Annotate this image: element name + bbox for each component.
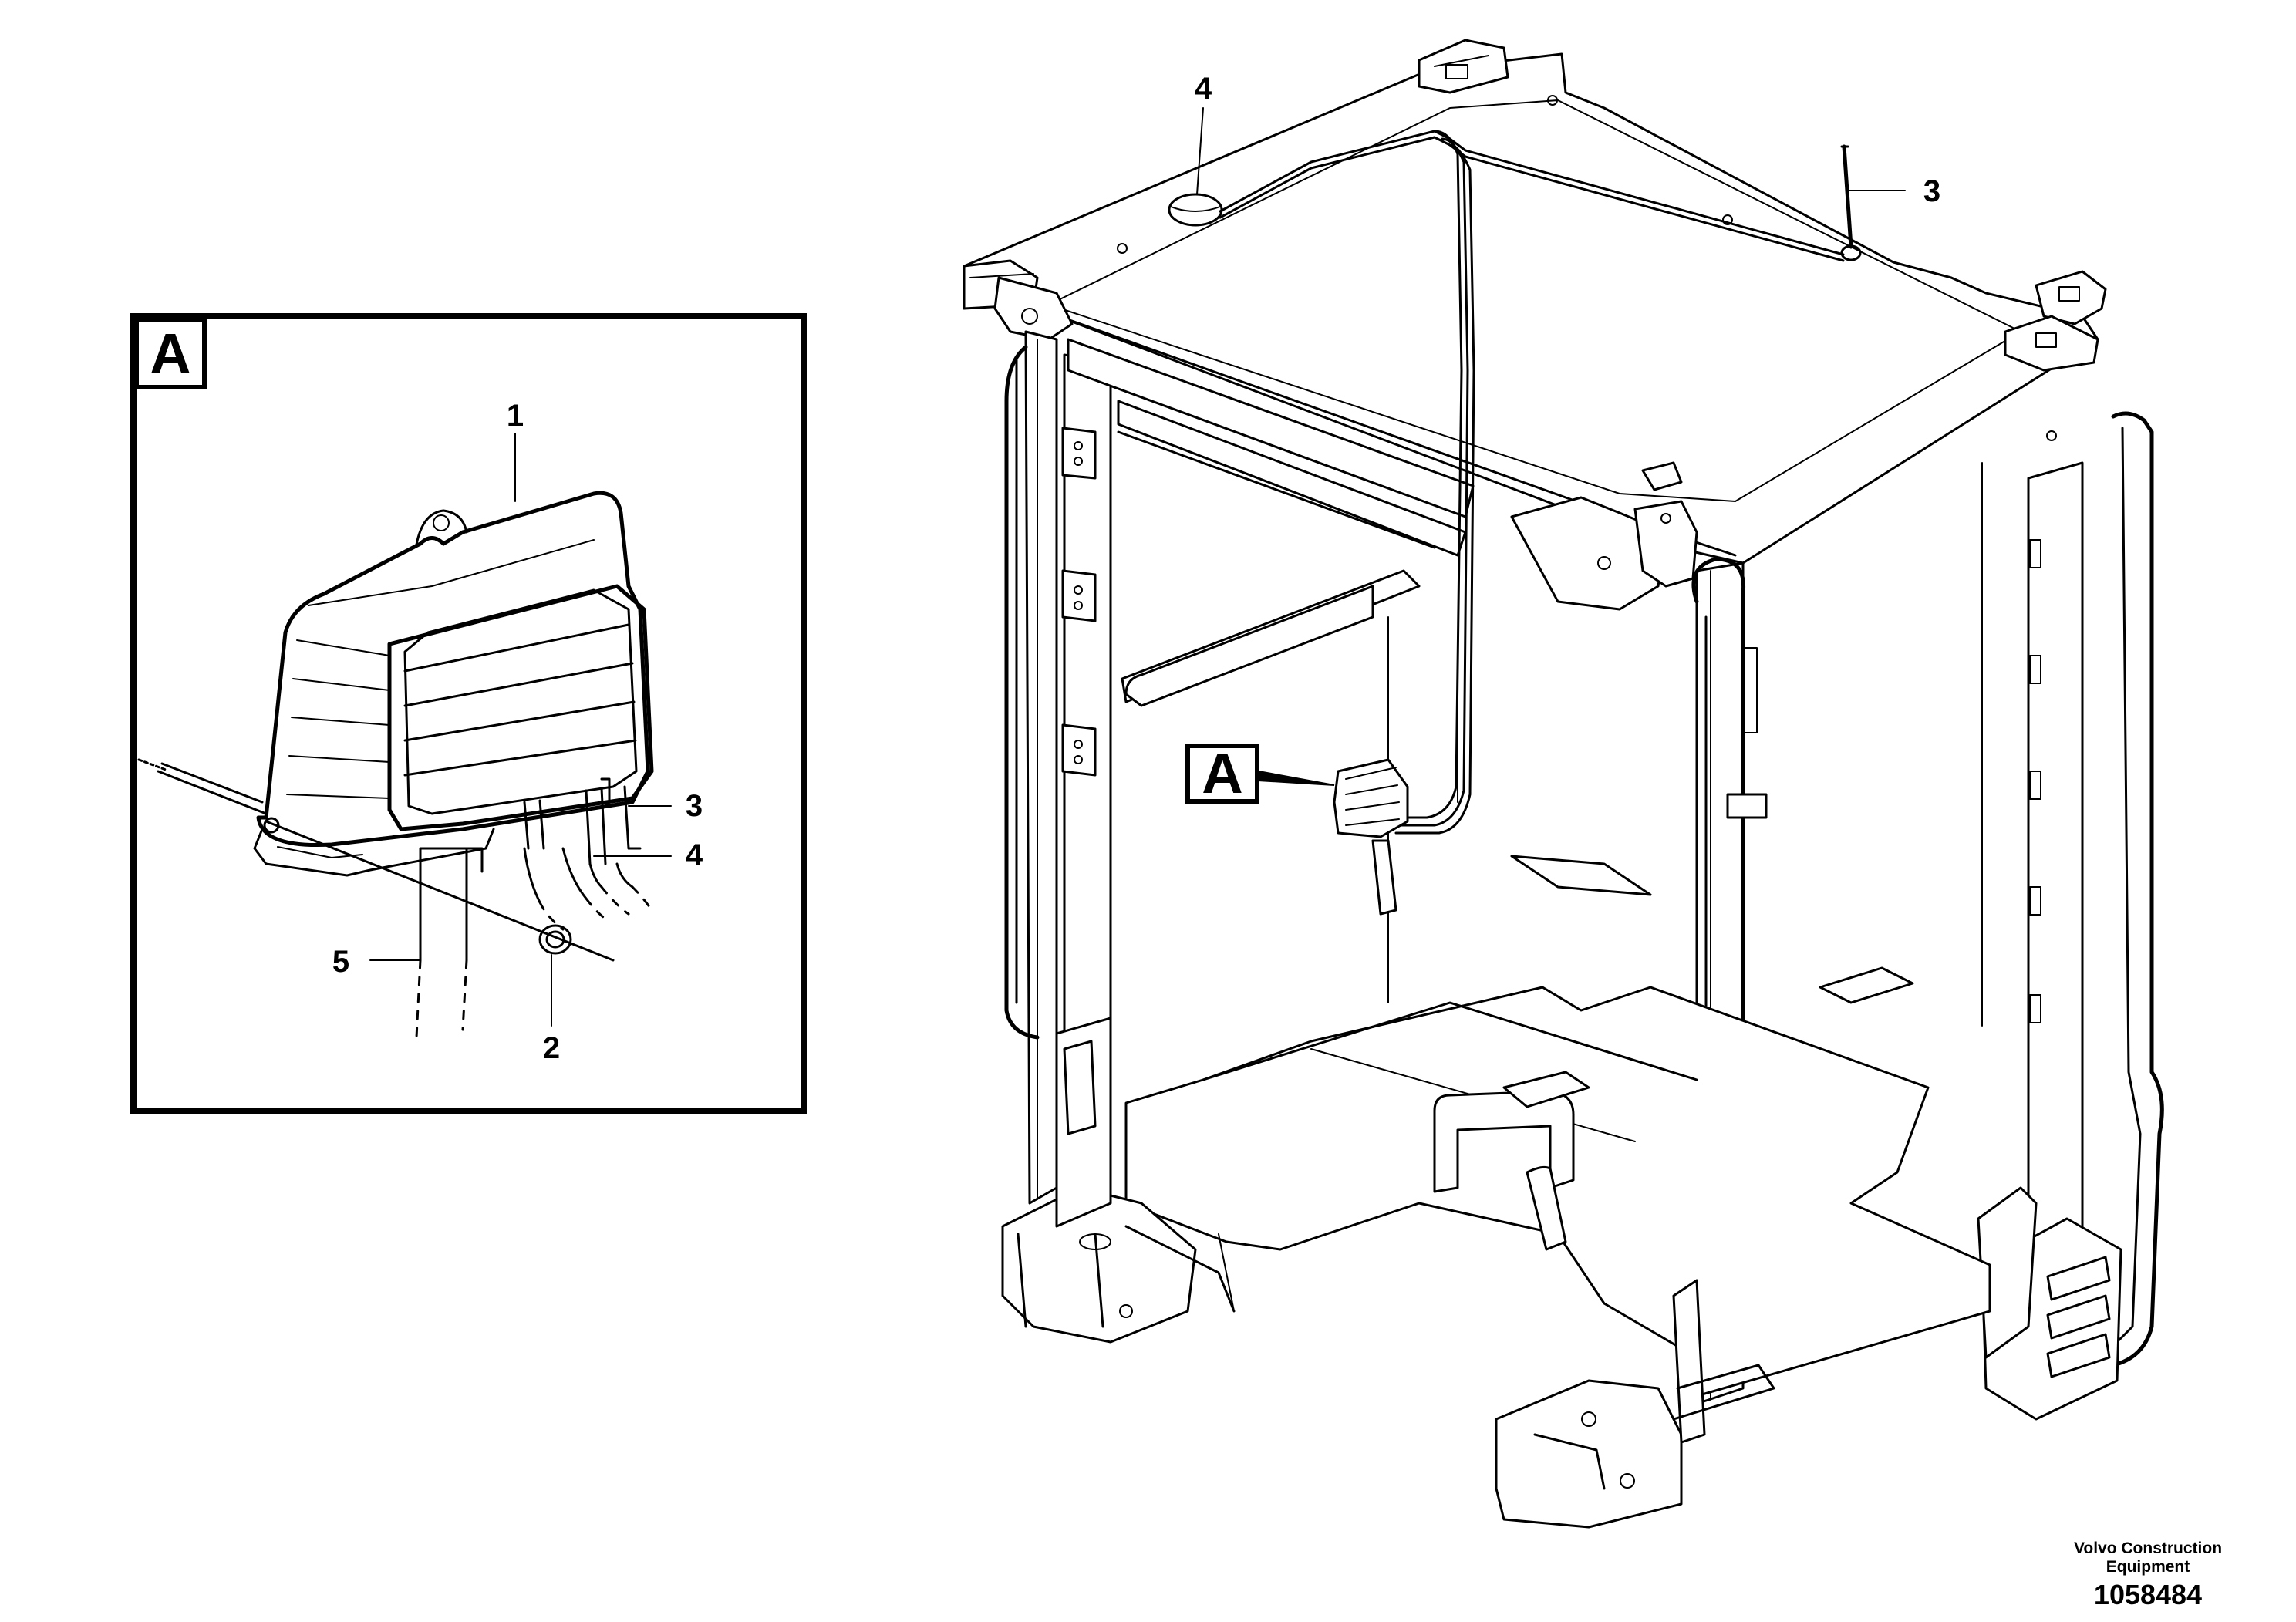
detail-view-border: [130, 313, 807, 1114]
drawing-number: 1058484: [2093, 1579, 2203, 1610]
hinge-plates: [1061, 427, 1097, 777]
callout-4-main: 4: [1195, 72, 1212, 106]
detail-callouts: 1 3 4 5 2: [332, 399, 703, 1065]
main-callouts: 4 3 A: [1185, 72, 1940, 805]
title-block: Volvo Construction Equipment 1058484: [2048, 1539, 2248, 1610]
callout-4-detail: 4: [686, 838, 703, 872]
radio-unit-installed: [1333, 758, 1409, 916]
callout-5: 5: [332, 945, 349, 979]
callout-3-main: 3: [1923, 174, 1940, 208]
cable-harness: [1219, 130, 1845, 835]
radio-unit: [137, 491, 654, 1039]
detail-label: A: [150, 322, 190, 386]
detail-reference-box: [1185, 744, 1259, 804]
callout-2: 2: [543, 1031, 560, 1065]
detail-reference-label: A: [1202, 741, 1242, 805]
detail-reference-pointer: [1258, 770, 1335, 786]
callout-1: 1: [507, 399, 524, 433]
callout-3-detail: 3: [686, 789, 703, 823]
slotted-plates: [2029, 539, 2041, 1023]
detail-view-a: A: [130, 313, 807, 1114]
company-name: Volvo Construction Equipment: [2073, 1539, 2223, 1576]
cab-frame: [963, 39, 2164, 1529]
detail-label-box: [134, 317, 207, 389]
